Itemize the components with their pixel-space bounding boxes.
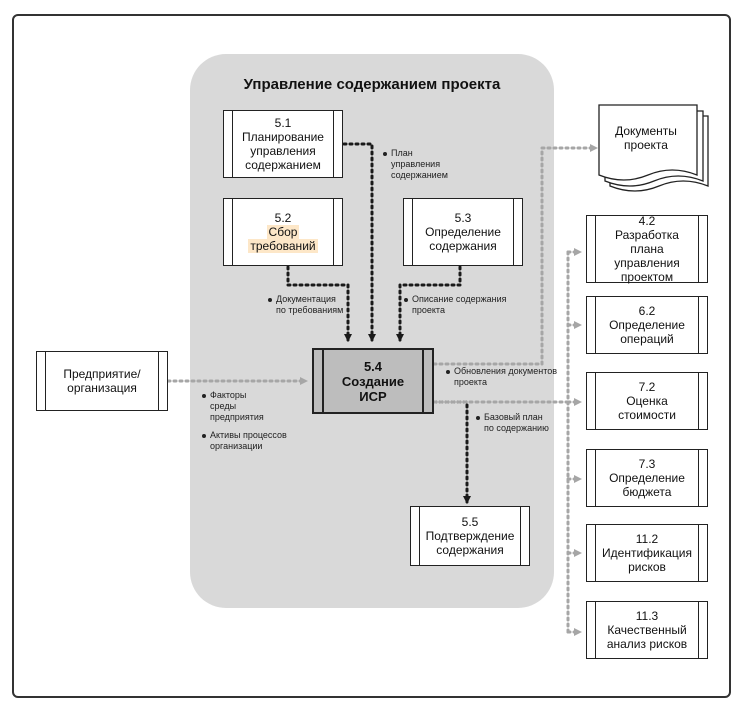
flow-54-to-docs [432, 144, 598, 366]
process-11-3[interactable]: 11.3 Качественный анализ рисков [586, 601, 708, 659]
highlight-collect: Сбор [266, 225, 300, 239]
process-4-2[interactable]: 4.2 Разработка плана управления проектом [586, 214, 708, 284]
flow-53-to-54 [396, 265, 462, 342]
bullet-icon [268, 297, 272, 302]
flow-52-to-54 [286, 265, 352, 342]
bullet-icon [202, 393, 206, 398]
process-5-5[interactable]: 5.5 Подтверждение содержания [410, 506, 530, 566]
bullet-icon [446, 369, 450, 374]
process-7-3[interactable]: 7.3 Определение бюджета [586, 449, 708, 507]
documents-icon [598, 104, 709, 192]
documents-label: Документы проекта [615, 124, 677, 152]
bullet-icon [383, 151, 387, 156]
group-title: Управление содержанием проекта [243, 76, 501, 93]
process-11-2[interactable]: 11.2 Идентификация рисков [586, 524, 708, 582]
bullet-icon [404, 297, 408, 302]
bullet-icon [476, 415, 480, 420]
flow-51-to-54 [342, 142, 376, 342]
process-6-2[interactable]: 6.2 Определение операций [586, 296, 708, 354]
flow-54-to-55 [432, 400, 471, 504]
process-5-4[interactable]: 5.4 Создание ИСР [312, 348, 434, 414]
highlight-requirements: требований [248, 239, 318, 253]
bullet-icon [202, 433, 206, 438]
process-5-1[interactable]: 5.1 Планирование управления содержанием [223, 110, 343, 178]
process-5-2[interactable]: 5.2 Сбор требований [223, 198, 343, 266]
diagram-frame [12, 14, 731, 698]
external-enterprise[interactable]: Предприятие/ организация [36, 351, 168, 411]
process-5-3[interactable]: 5.3 Определение содержания [403, 198, 523, 266]
process-7-2[interactable]: 7.2 Оценка стоимости [586, 372, 708, 430]
